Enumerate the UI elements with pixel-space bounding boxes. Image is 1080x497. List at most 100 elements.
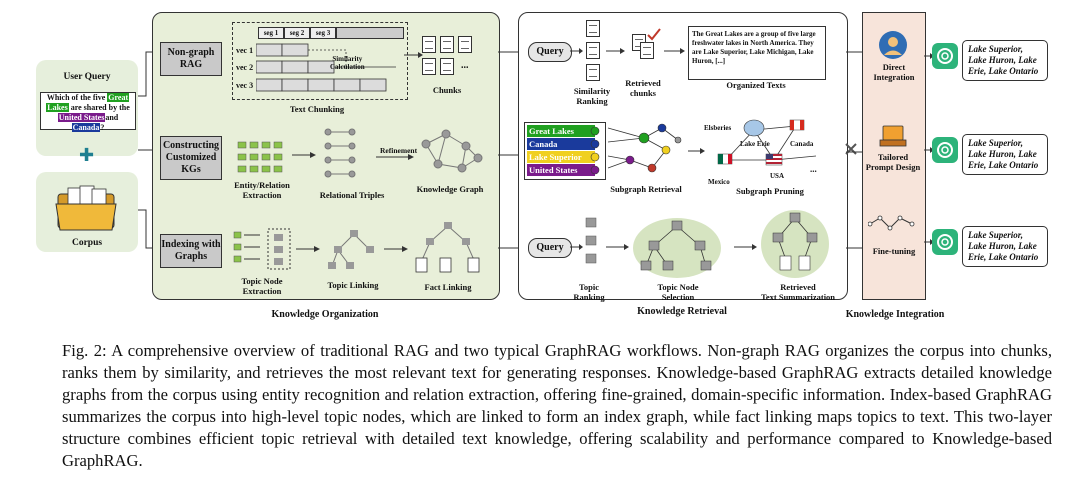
entity-united-states: United States: [527, 164, 595, 176]
ranked-doc-1: [586, 20, 600, 37]
entity-canada: Canada: [527, 138, 595, 150]
segment-bar: seg 1 seg 2 seg 3: [258, 27, 404, 39]
integration-section-title: Knowledge Integration: [845, 309, 945, 320]
query-button-top[interactable]: Query: [528, 42, 572, 62]
knowledge-graph-label: Knowledge Graph: [416, 184, 484, 194]
pruning-label-elsberies: Elsberies: [704, 124, 732, 132]
person-icon: [879, 31, 907, 59]
chunks-label: Chunks: [432, 85, 462, 95]
arrow-entity-to-triples: [292, 152, 316, 158]
pruning-ellipsis: ...: [810, 164, 817, 174]
topic-node-extraction-icon: [233, 228, 291, 270]
arrow-chunking-to-chunks: [404, 52, 423, 58]
openai-knot-icon: [937, 142, 953, 158]
corpus-title: Corpus: [71, 238, 103, 248]
arrow-linking-to-fact: [384, 246, 408, 252]
segment-2: seg 2: [284, 27, 310, 39]
entity-lake-superior: Lake Superior: [527, 151, 595, 163]
query-button-bottom[interactable]: Query: [528, 238, 572, 258]
openai-knot-icon: [937, 48, 953, 64]
llm-icon-2: [932, 137, 958, 163]
knowledge-graph-icon: [421, 129, 483, 173]
ranked-doc-2: [586, 42, 600, 59]
selection-to-summary-arrow: [734, 244, 757, 250]
topic-ranking-to-selection-arrow: [606, 244, 629, 250]
topic-ranking-icon: [585, 217, 597, 264]
left-connectors: [138, 51, 158, 249]
vector-bars: [256, 43, 396, 92]
entity-great-lakes: Great Lakes: [527, 125, 595, 137]
chunk-doc-3: [458, 36, 472, 53]
segment-1: seg 1: [258, 27, 284, 39]
retrieved-doc-2: [640, 42, 654, 59]
checkmark-icon: [647, 28, 661, 41]
text-chunking-label: Text Chunking: [289, 104, 345, 114]
entity-extraction-icon: [237, 141, 283, 173]
pruning-label-lake-erie: Lake Erie: [740, 140, 770, 148]
segment-3: seg 3: [310, 27, 336, 39]
text-chunking-box: [232, 22, 408, 100]
user-query-title: User Query: [63, 72, 111, 82]
retrieval-section-title: Knowledge Retrieval: [637, 306, 727, 317]
query-to-docs-arrow-top: [570, 48, 583, 54]
subgraph-retrieval-label: Subgraph Retrieval: [610, 184, 682, 194]
relational-triples-icon: [324, 128, 356, 178]
chunk-doc-5: [440, 58, 454, 75]
subgraph-pruning-label: Subgraph Pruning: [736, 186, 804, 196]
pruning-label-canada: Canada: [790, 140, 814, 148]
arrow-triples-to-graph: [376, 154, 414, 160]
folder-icon: [55, 185, 117, 231]
ranking-to-chunks-arrow: [606, 48, 625, 54]
pruning-label-mexico: Mexico: [708, 178, 730, 186]
chunk-doc-2: [440, 36, 454, 53]
finetuning-icon: [868, 215, 915, 231]
organized-text-box: The Great Lakes are a group of five larg…: [688, 26, 826, 80]
arrow-topic-extract-to-linking: [296, 246, 320, 252]
figure-caption: Fig. 2: A comprehensive overview of trad…: [62, 341, 1052, 470]
fact-linking-label: Fact Linking: [424, 282, 472, 292]
topic-linking-label: Topic Linking: [327, 280, 379, 290]
llm-icon-3: [932, 229, 958, 255]
ranked-doc-3: [586, 64, 600, 81]
openai-knot-icon: [937, 234, 953, 250]
subgraph-retrieval-graph: [607, 123, 682, 173]
topic-linking-icon: [328, 230, 374, 269]
organization-section-title: Knowledge Organization: [271, 309, 379, 320]
vec-2-label: vec 2: [236, 63, 254, 72]
retrieved-summary-graph: [761, 210, 829, 278]
fact-linking-icon: [415, 222, 480, 273]
subgraph-pruning-graph: [717, 119, 817, 166]
pruning-label-usa: USA: [770, 172, 785, 180]
topic-node-selection-graph: [633, 218, 721, 278]
chunks-to-text-arrow: [664, 48, 685, 54]
plus-icon: ✚: [79, 145, 95, 166]
chunks-ellipsis: ...: [461, 60, 469, 71]
chunk-doc-1: [422, 36, 436, 53]
retrieval-to-pruning-arrow: [688, 148, 705, 154]
organized-texts-label: Organized Texts: [726, 80, 786, 90]
entity-dots: [590, 126, 600, 175]
refinement-label: Refinement: [380, 146, 418, 155]
relational-triples-label: Relational Triples: [319, 190, 385, 200]
llm-icon-1: [932, 43, 958, 69]
vec-1-label: vec 1: [236, 46, 254, 55]
user-query-text: Which of the five Great Lakes are shared…: [40, 92, 136, 132]
prompt-design-icon: [879, 125, 907, 147]
vec-3-label: vec 3: [236, 81, 254, 90]
finetuning-label: Fine-tuning: [872, 246, 916, 256]
